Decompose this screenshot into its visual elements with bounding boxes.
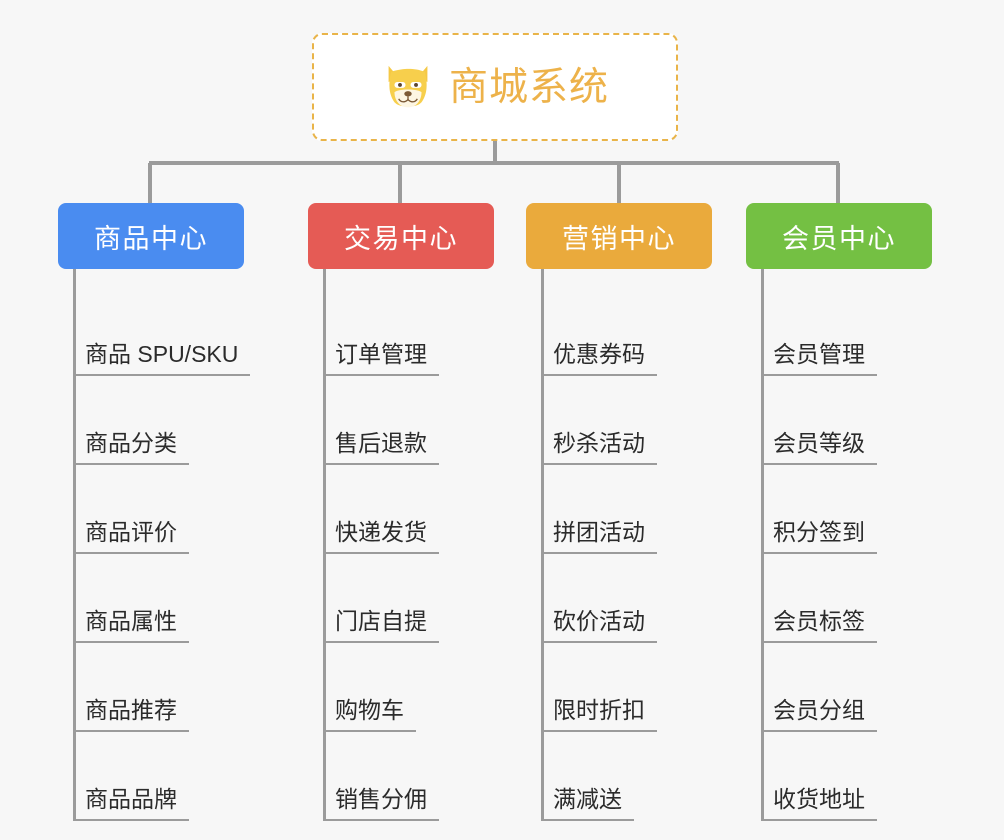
trunk-line-0 (73, 269, 76, 821)
list-item[interactable]: 售后退款 (323, 376, 494, 465)
leaf-label: 订单管理 (323, 341, 439, 376)
leaf-label: 商品属性 (73, 608, 189, 643)
category-node-2[interactable]: 营销中心 (526, 203, 712, 269)
leaf-label: 商品分类 (73, 430, 189, 465)
category-label-1: 交易中心 (344, 223, 458, 254)
category-node-0[interactable]: 商品中心 (58, 203, 244, 269)
list-item[interactable]: 砍价活动 (541, 554, 712, 643)
leaf-label: 商品品牌 (73, 786, 189, 821)
list-item[interactable]: 会员分组 (761, 643, 932, 732)
leaf-label: 砍价活动 (541, 608, 657, 643)
list-item[interactable]: 销售分佣 (323, 732, 494, 821)
leaf-label: 限时折扣 (541, 697, 657, 732)
leaf-list-1: 订单管理 售后退款 快递发货 门店自提 购物车 销售分佣 (308, 269, 494, 821)
branch-column-1: 交易中心 订单管理 售后退款 快递发货 门店自提 购物车 销售分佣 (308, 203, 494, 821)
category-label-3: 会员中心 (782, 223, 896, 254)
leaf-list-0: 商品 SPU/SKU 商品分类 商品评价 商品属性 商品推荐 商品品牌 (58, 269, 251, 821)
list-item[interactable]: 商品推荐 (73, 643, 244, 732)
leaf-label: 商品评价 (73, 519, 189, 554)
leaf-label: 优惠券码 (541, 341, 657, 376)
leaf-label: 会员分组 (761, 697, 877, 732)
leaf-label: 会员管理 (761, 341, 877, 376)
category-label-2: 营销中心 (562, 223, 676, 254)
list-item[interactable]: 优惠券码 (541, 287, 712, 376)
list-item[interactable]: 快递发货 (323, 465, 494, 554)
list-item[interactable]: 会员标签 (761, 554, 932, 643)
list-item[interactable]: 商品评价 (73, 465, 244, 554)
list-item[interactable]: 收货地址 (761, 732, 932, 821)
list-item[interactable]: 积分签到 (761, 465, 932, 554)
trunk-line-2 (541, 269, 544, 821)
list-item[interactable]: 商品分类 (73, 376, 244, 465)
leaf-label: 会员等级 (761, 430, 877, 465)
leaf-label: 拼团活动 (541, 519, 657, 554)
list-item[interactable]: 限时折扣 (541, 643, 712, 732)
leaf-label: 秒杀活动 (541, 430, 657, 465)
branch-column-2: 营销中心 优惠券码 秒杀活动 拼团活动 砍价活动 限时折扣 满减送 (526, 203, 712, 821)
category-node-1[interactable]: 交易中心 (308, 203, 494, 269)
list-item[interactable]: 拼团活动 (541, 465, 712, 554)
leaf-label: 商品 SPU/SKU (73, 341, 251, 376)
list-item[interactable]: 秒杀活动 (541, 376, 712, 465)
list-item[interactable]: 商品品牌 (73, 732, 244, 821)
list-item[interactable]: 订单管理 (323, 287, 494, 376)
dog-face-icon (388, 65, 428, 108)
leaf-label: 收货地址 (761, 786, 877, 821)
leaf-label: 购物车 (323, 697, 416, 732)
leaf-label: 门店自提 (323, 608, 439, 643)
leaf-list-2: 优惠券码 秒杀活动 拼团活动 砍价活动 限时折扣 满减送 (526, 269, 712, 821)
category-label-0: 商品中心 (94, 223, 208, 254)
leaf-list-3: 会员管理 会员等级 积分签到 会员标签 会员分组 收货地址 (746, 269, 932, 821)
list-item[interactable]: 购物车 (323, 643, 494, 732)
leaf-label: 积分签到 (761, 519, 877, 554)
branch-column-0: 商品中心 商品 SPU/SKU 商品分类 商品评价 商品属性 商品推荐 商品品牌 (58, 203, 251, 821)
list-item[interactable]: 会员等级 (761, 376, 932, 465)
list-item[interactable]: 满减送 (541, 732, 712, 821)
leaf-label: 售后退款 (323, 430, 439, 465)
list-item[interactable]: 门店自提 (323, 554, 494, 643)
leaf-label: 满减送 (541, 786, 634, 821)
root-node[interactable]: 商城系统 (312, 33, 678, 141)
root-title: 商城系统 (448, 65, 609, 109)
list-item[interactable]: 商品 SPU/SKU (73, 287, 251, 376)
list-item[interactable]: 会员管理 (761, 287, 932, 376)
leaf-label: 商品推荐 (73, 697, 189, 732)
category-node-3[interactable]: 会员中心 (746, 203, 932, 269)
leaf-label: 销售分佣 (323, 786, 439, 821)
trunk-line-3 (761, 269, 764, 821)
leaf-label: 快递发货 (323, 519, 439, 554)
branch-column-3: 会员中心 会员管理 会员等级 积分签到 会员标签 会员分组 收货地址 (746, 203, 932, 821)
trunk-line-1 (323, 269, 326, 821)
leaf-label: 会员标签 (761, 608, 877, 643)
list-item[interactable]: 商品属性 (73, 554, 244, 643)
